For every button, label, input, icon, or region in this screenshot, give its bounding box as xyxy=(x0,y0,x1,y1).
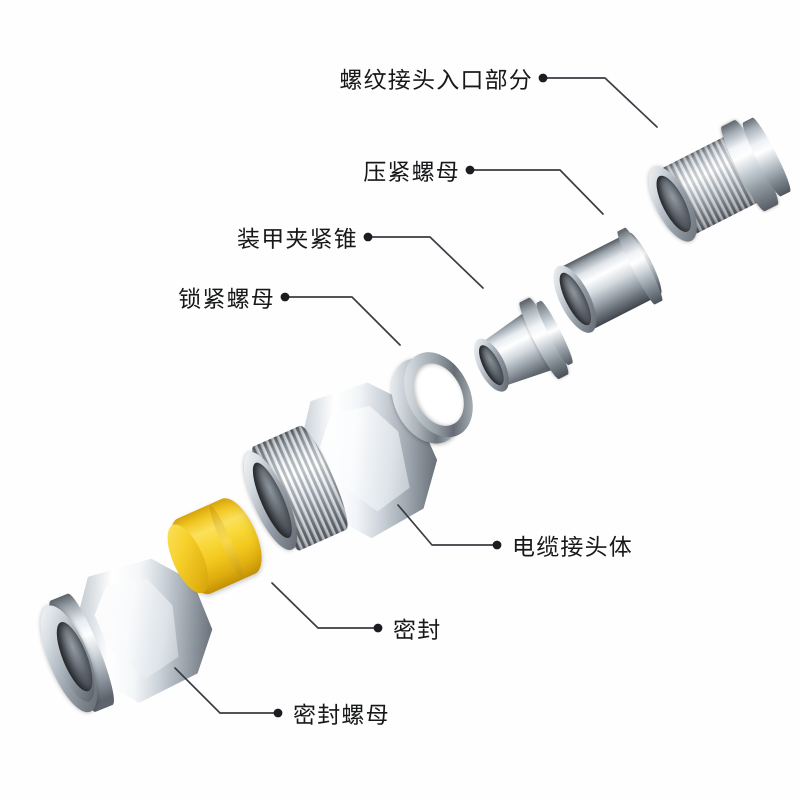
leader-dot-armor-cone xyxy=(363,232,373,242)
label-thread-entry: 螺纹接头入口部分 xyxy=(339,68,533,94)
leader-lock-nut xyxy=(284,296,401,346)
label-seal: 密封 xyxy=(393,618,442,644)
leader-thread-entry xyxy=(542,77,658,128)
label-lock-nut: 锁紧螺母 xyxy=(178,287,275,313)
leader-dot-gland-body xyxy=(492,540,502,550)
leader-dot-seal-nut xyxy=(273,708,283,718)
leader-dot-compression-nut xyxy=(465,165,475,175)
leader-dot-seal xyxy=(373,623,383,633)
leader-seal xyxy=(271,582,379,629)
label-compression-nut: 压紧螺母 xyxy=(363,160,460,186)
leader-armor-cone xyxy=(367,236,484,289)
leader-compression-nut xyxy=(469,169,604,215)
label-armor-cone: 装甲夹紧锥 xyxy=(237,227,358,253)
label-gland-body: 电缆接头体 xyxy=(512,535,633,561)
leader-dot-lock-nut xyxy=(280,292,290,302)
label-seal-nut: 密封螺母 xyxy=(293,703,390,729)
leader-dot-thread-entry xyxy=(538,73,548,83)
